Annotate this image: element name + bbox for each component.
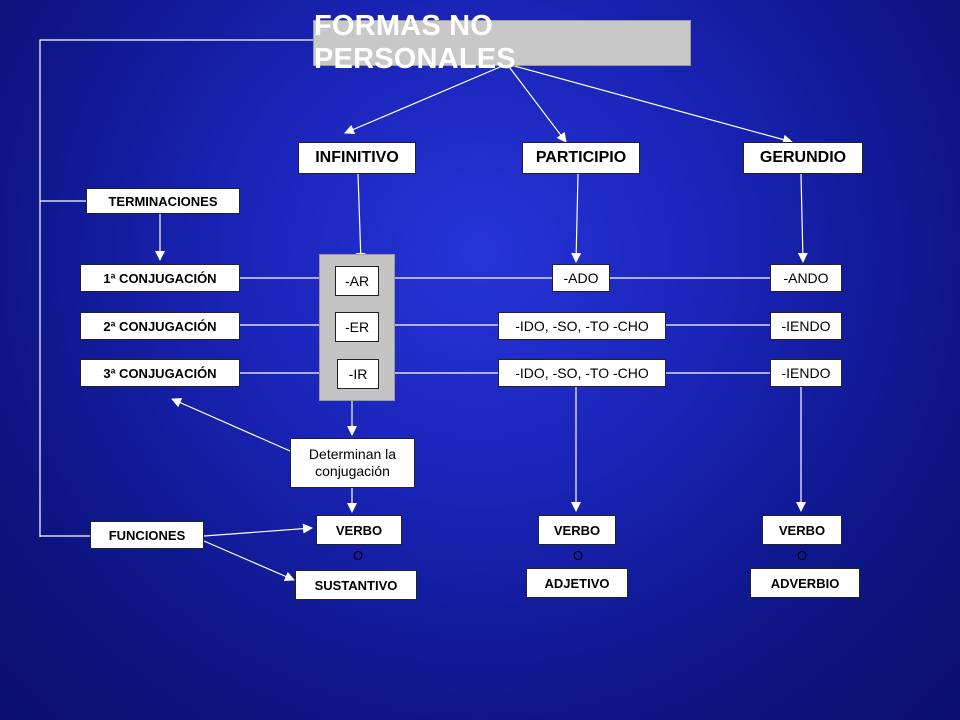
- diagram-title: FORMAS NO PERSONALES: [314, 10, 516, 75]
- adverbio-box: ADVERBIO: [750, 568, 860, 598]
- left-bracket-line: [39, 39, 313, 537]
- arrow-title-gerundio: [506, 63, 793, 145]
- arrow-infinitivo-endings: [355, 173, 366, 263]
- arrow-title-infinitivo: [344, 63, 508, 135]
- arrow-determinan-conj: [171, 398, 307, 459]
- ending-ir: -IR: [337, 359, 379, 389]
- arrow-participio-endings: [571, 173, 582, 263]
- verbo-participio-box: VERBO: [538, 515, 616, 545]
- arrow-gerundio-endings: [797, 173, 808, 263]
- arrow-funciones-sustantivo: [203, 540, 295, 582]
- infinitivo-box: INFINITIVO: [298, 142, 416, 174]
- ending-iendo-row3: -IENDO: [770, 359, 842, 387]
- o-infinitivo: O: [353, 548, 364, 563]
- ending-ido-row3: -IDO, -SO, -TO -CHO: [498, 359, 666, 387]
- conj-3-box: 3ª CONJUGACIÓN: [80, 359, 240, 387]
- ending-er: -ER: [335, 312, 379, 342]
- sustantivo-box: SUSTANTIVO: [295, 570, 417, 600]
- adjetivo-box: ADJETIVO: [526, 568, 628, 598]
- terminaciones-box: TERMINACIONES: [86, 188, 240, 214]
- conj-2-box: 2ª CONJUGACIÓN: [80, 312, 240, 340]
- ending-ando: -ANDO: [770, 264, 842, 292]
- ending-ado: -ADO: [552, 264, 610, 292]
- o-participio: O: [573, 548, 584, 563]
- title-box: FORMAS NO PERSONALES: [313, 10, 691, 75]
- ending-ido-row2: -IDO, -SO, -TO -CHO: [498, 312, 666, 340]
- conj-1-box: 1ª CONJUGACIÓN: [80, 264, 240, 292]
- verbo-infinitivo-box: VERBO: [316, 515, 402, 545]
- ending-iendo-row2: -IENDO: [770, 312, 842, 340]
- ending-ar: -AR: [335, 266, 379, 296]
- participio-box: PARTICIPIO: [522, 142, 640, 174]
- verbo-gerundio-box: VERBO: [762, 515, 842, 545]
- funciones-box: FUNCIONES: [90, 521, 204, 549]
- o-gerundio: O: [797, 548, 808, 563]
- determinan-box: Determinan la conjugación: [290, 438, 415, 488]
- arrow-funciones-verbo: [203, 523, 313, 537]
- arrow-title-participio: [506, 63, 567, 143]
- gerundio-box: GERUNDIO: [743, 142, 863, 174]
